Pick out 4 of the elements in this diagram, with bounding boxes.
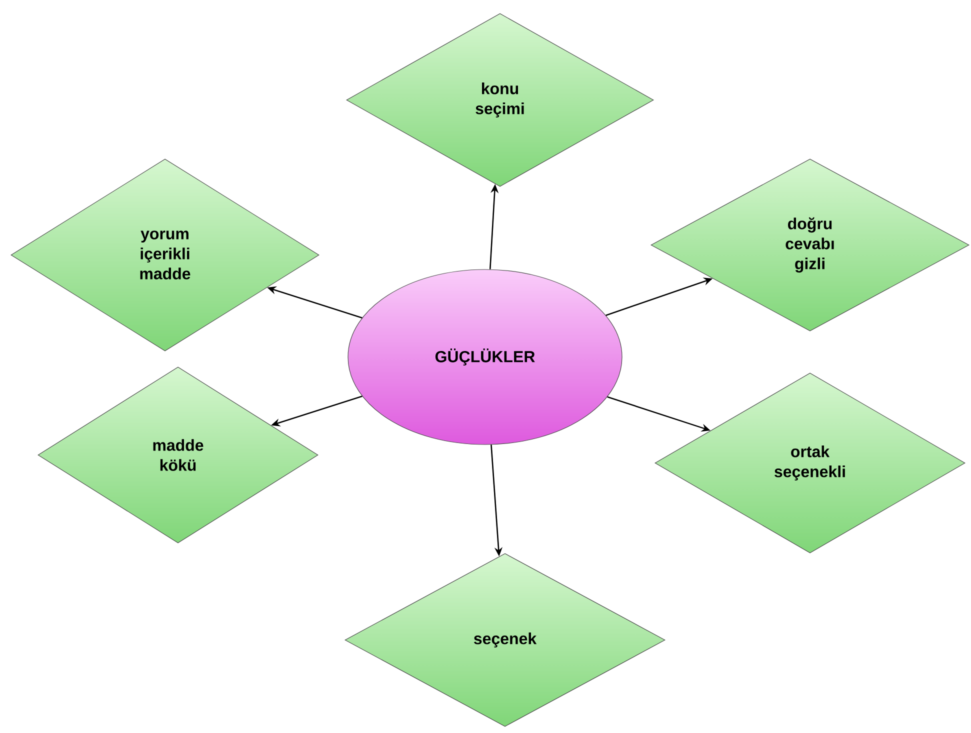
diamond-box: madde kökü [38, 366, 318, 544]
diamond-box: ortak seçenekli [654, 372, 966, 554]
diamond-box: yorum içerikli madde [10, 158, 320, 352]
diamond-box: konu seçimi [346, 13, 654, 187]
